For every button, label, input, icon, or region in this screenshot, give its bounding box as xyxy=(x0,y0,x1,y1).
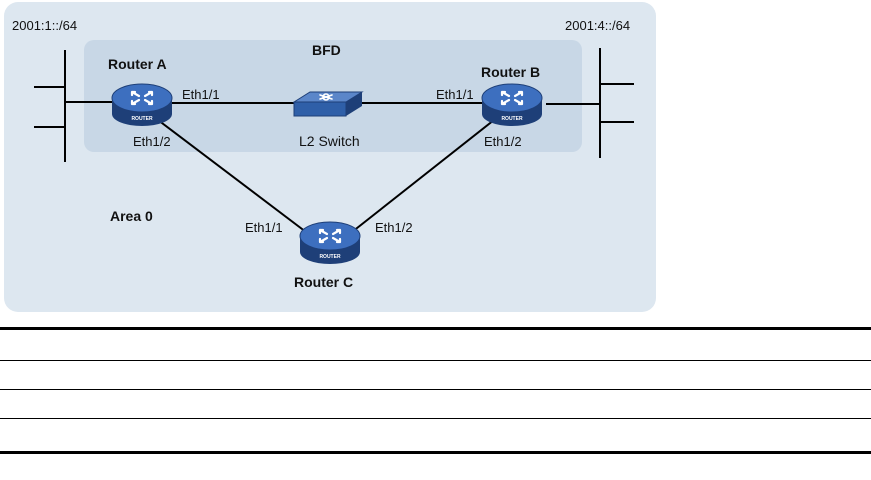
router-a-eth1-1-label: Eth1/1 xyxy=(182,87,220,102)
prefix-left-label: 2001:1::/64 xyxy=(12,18,78,33)
router-b-icon-text: ROUTER xyxy=(501,116,523,122)
table-row xyxy=(0,419,871,447)
table-row xyxy=(0,390,871,418)
link-router-a-router-c xyxy=(157,119,307,233)
router-a-name: Router A xyxy=(108,56,167,72)
router-a-eth1-2-label: Eth1/2 xyxy=(133,134,171,149)
bfd-label: BFD xyxy=(312,42,341,58)
table-row xyxy=(0,330,871,358)
table-row-divider xyxy=(0,418,871,419)
table-row-divider xyxy=(0,360,871,361)
table-row xyxy=(0,361,871,389)
area-0-label: Area 0 xyxy=(110,208,153,224)
router-c-icon[interactable]: ROUTER xyxy=(298,220,362,266)
table-top-rule xyxy=(0,327,871,330)
prefix-right-label: 2001:4::/64 xyxy=(565,18,631,33)
router-c-eth1-1-label: Eth1/1 xyxy=(245,220,283,235)
l2-switch-icon[interactable] xyxy=(292,90,364,120)
router-c-eth1-2-label: Eth1/2 xyxy=(375,220,413,235)
router-c-name: Router C xyxy=(294,274,354,290)
router-b-eth1-1-label: Eth1/1 xyxy=(436,87,474,102)
table-bottom-rule xyxy=(0,451,871,454)
router-a-icon[interactable]: ROUTER xyxy=(110,82,174,128)
config-table xyxy=(0,326,871,480)
router-b-icon[interactable]: ROUTER xyxy=(480,82,544,128)
link-router-b-router-c xyxy=(351,119,495,233)
table-row-divider xyxy=(0,389,871,390)
router-a-icon-text: ROUTER xyxy=(131,116,153,122)
switch-name: L2 Switch xyxy=(299,133,360,149)
router-b-eth1-2-label: Eth1/2 xyxy=(484,134,522,149)
router-b-name: Router B xyxy=(481,64,541,80)
router-c-icon-text: ROUTER xyxy=(319,254,341,260)
